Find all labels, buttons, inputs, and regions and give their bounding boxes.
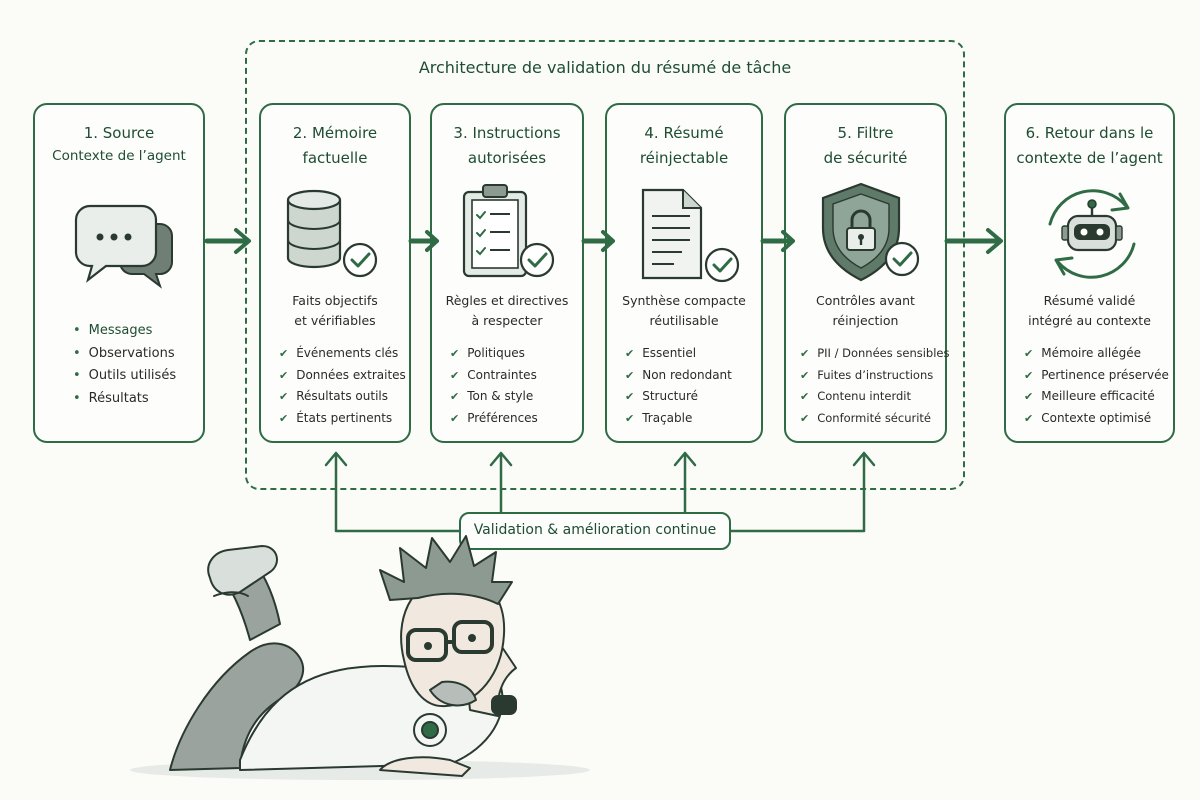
- card-return-description: Résumé validé intégré au contexte: [1028, 293, 1151, 328]
- list-item: Ton & style: [450, 386, 576, 408]
- list-item: États pertinents: [279, 408, 403, 430]
- card-summary-items: Essentiel Non redondant Structuré Traçab…: [625, 343, 755, 429]
- card-summary-title: 4. Résumé réinjectable: [639, 124, 729, 167]
- card-summary-description: Synthèse compacte réutilisable: [622, 293, 746, 328]
- clipboard-checklist-icon: [462, 184, 555, 278]
- list-item: Messages: [73, 320, 197, 343]
- document-icon: [641, 188, 740, 283]
- list-item: Mémoire allégée: [1024, 343, 1167, 365]
- list-item: Résultats: [73, 388, 197, 411]
- list-item: Observations: [73, 343, 197, 366]
- shield-lock-icon: [821, 182, 920, 282]
- list-item: Essentiel: [625, 343, 755, 365]
- database-icon: [286, 189, 378, 278]
- card-instructions-description: Règles et directives à respecter: [445, 293, 569, 328]
- list-item: Contenu interdit: [800, 386, 939, 408]
- list-item: Pertinence préservée: [1024, 365, 1169, 387]
- card-memory-title: 2. Mémoire factuelle: [292, 124, 378, 167]
- card-instructions: 3. Instructions autorisées Règles et dir…: [430, 103, 584, 443]
- card-memory: 2. Mémoire factuelle Faits objectifs et …: [259, 103, 411, 443]
- list-item: Meilleure efficacité: [1024, 386, 1167, 408]
- list-item: Fuites d’instructions: [800, 365, 939, 387]
- card-filter-description: Contrôles avant réinjection: [816, 293, 915, 328]
- card-return-title: 6. Retour dans le contexte de l’agent: [1016, 124, 1163, 167]
- architecture-title: Architecture de validation du résumé de …: [418, 58, 792, 77]
- card-return-items: Mémoire allégée Pertinence préservée Mei…: [1024, 343, 1169, 430]
- list-item: Politiques: [450, 343, 576, 365]
- list-item: Préférences: [450, 408, 576, 430]
- card-memory-items: Événements clés Données extraites Résult…: [279, 343, 406, 430]
- card-return: 6. Retour dans le contexte de l’agent Ré…: [1004, 103, 1175, 443]
- list-item: Conformité sécurité: [800, 408, 939, 430]
- card-filter-items: PII / Données sensibles Fuites d’instruc…: [800, 343, 949, 430]
- list-item: Structuré: [625, 386, 755, 408]
- list-item: Outils utilisés: [73, 365, 197, 388]
- card-summary: 4. Résumé réinjectable Synthèse compacte…: [605, 103, 763, 443]
- list-item: Résultats outils: [279, 386, 403, 408]
- robot-cycle-icon: [1048, 189, 1136, 279]
- card-filter-title: 5. Filtre de sécurité: [823, 124, 908, 167]
- arrow-source-to-memory: [204, 228, 251, 254]
- card-instructions-title: 3. Instructions autorisées: [453, 124, 561, 167]
- card-source: 1. Source Contexte de l’agent Messages O…: [33, 103, 205, 443]
- list-item: Non redondant: [625, 365, 755, 387]
- card-source-items: Messages Observations Outils utilisés Ré…: [73, 320, 197, 410]
- list-item: Données extraites: [279, 365, 406, 387]
- card-memory-description: Faits objectifs et vérifiables: [292, 293, 378, 328]
- feedback-loop-lines: [324, 451, 876, 533]
- arrow-memory-to-instructions: [408, 230, 439, 252]
- chat-bubbles-icon: [74, 204, 173, 289]
- arrow-instructions-to-summary: [581, 230, 615, 252]
- card-instructions-items: Politiques Contraintes Ton & style Préfé…: [450, 343, 576, 429]
- feedback-loop-label: Validation & amélioration continue: [459, 512, 731, 550]
- list-item: PII / Données sensibles: [800, 343, 949, 365]
- list-item: Traçable: [625, 408, 755, 430]
- arrow-summary-to-filter: [760, 230, 795, 252]
- list-item: Événements clés: [279, 343, 403, 365]
- card-source-subtitle: Contexte de l’agent: [52, 148, 186, 164]
- card-filter: 5. Filtre de sécurité Contrôles avant ré…: [784, 103, 950, 443]
- card-source-title: 1. Source: [83, 124, 155, 142]
- architecture-frame: [245, 40, 965, 490]
- list-item: Contexte optimisé: [1024, 408, 1167, 430]
- list-item: Contraintes: [450, 365, 576, 387]
- arrow-filter-to-return: [944, 228, 1003, 254]
